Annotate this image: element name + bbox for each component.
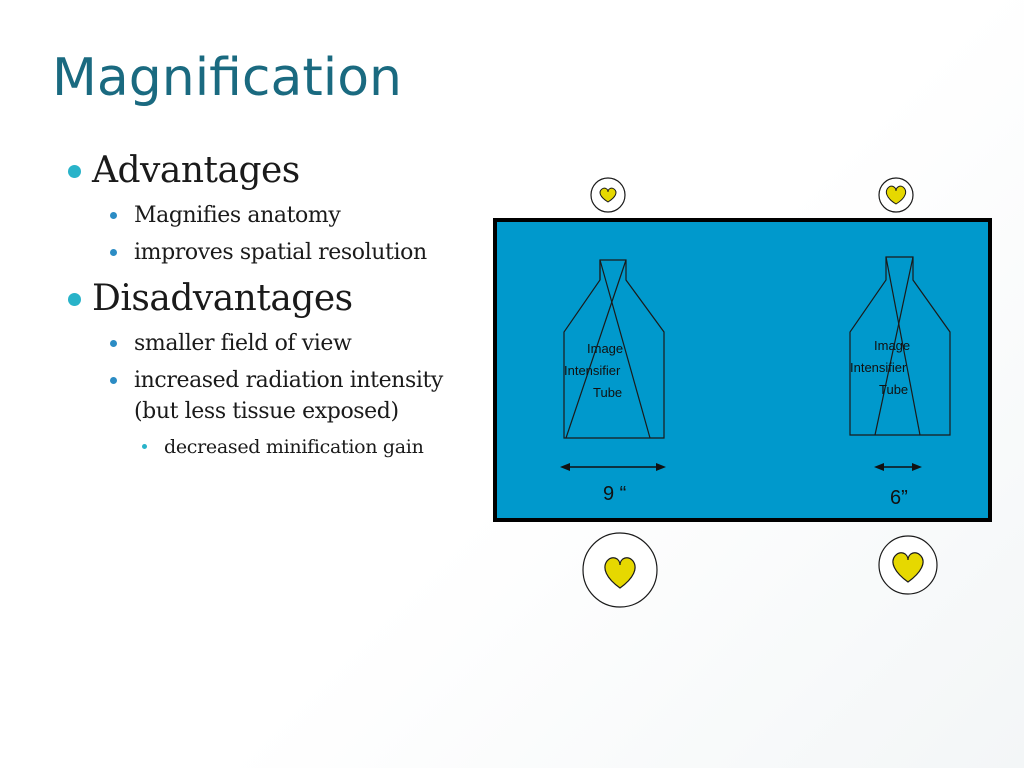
slide-title: Magnification bbox=[52, 48, 402, 108]
right-tube-line-2: Intensifier bbox=[850, 360, 907, 375]
bullet-dot bbox=[142, 444, 147, 449]
bullet-dot bbox=[110, 212, 117, 219]
advantages-label: Advantages bbox=[92, 150, 300, 191]
disadvantage-item-text: smaller field of view bbox=[134, 331, 352, 356]
left-size-label: 9 “ bbox=[603, 483, 626, 505]
bullet-dot bbox=[68, 293, 81, 306]
heart-icon bbox=[892, 552, 924, 583]
left-tube-line-3: Tube bbox=[593, 385, 622, 400]
disadvantages-heading: Disadvantages bbox=[62, 278, 502, 320]
disadvantage-sub-item-minification: decreased minification gain bbox=[62, 433, 502, 461]
right-image-intensifier-tube bbox=[849, 256, 951, 436]
advantage-item-magnifies: Magnifies anatomy bbox=[62, 200, 502, 231]
disadvantage-item-field-of-view: smaller field of view bbox=[62, 328, 502, 359]
bullet-dot bbox=[110, 377, 117, 384]
disadvantage-item-text-line-2: (but less tissue exposed) bbox=[134, 399, 399, 424]
disadvantage-sub-item-text: decreased minification gain bbox=[164, 436, 424, 458]
left-tube-line-2: Intensifier bbox=[564, 363, 621, 378]
advantage-item-text: improves spatial resolution bbox=[134, 240, 427, 265]
small-heart-left bbox=[590, 177, 626, 213]
disadvantage-item-text-line-1: increased radiation intensity bbox=[134, 368, 443, 393]
right-width-arrow bbox=[874, 463, 922, 471]
large-heart-right bbox=[878, 535, 938, 595]
heart-icon bbox=[885, 185, 907, 205]
advantage-item-resolution: improves spatial resolution bbox=[62, 237, 502, 268]
large-heart-left bbox=[582, 532, 658, 608]
left-image-intensifier-tube bbox=[563, 259, 665, 439]
bullet-dot bbox=[68, 165, 81, 178]
magnification-diagram: Image Intensifier Tube 9 “ Image Intensi… bbox=[490, 170, 1000, 610]
bullet-list: Advantages Magnifies anatomy improves sp… bbox=[62, 150, 502, 461]
left-tube-line-1: Image bbox=[587, 341, 623, 356]
disadvantage-item-radiation: increased radiation intensity (but less … bbox=[62, 365, 502, 427]
right-tube-line-1: Image bbox=[874, 338, 910, 353]
advantage-item-text: Magnifies anatomy bbox=[134, 203, 341, 228]
bullet-dot bbox=[110, 249, 117, 256]
diagram-svg: Image Intensifier Tube 9 “ Image Intensi… bbox=[493, 177, 992, 608]
advantages-heading: Advantages bbox=[62, 150, 502, 192]
small-heart-right bbox=[878, 177, 914, 213]
right-size-label: 6” bbox=[890, 487, 908, 509]
disadvantages-label: Disadvantages bbox=[92, 278, 353, 319]
heart-icon bbox=[604, 557, 636, 589]
bullet-dot bbox=[110, 340, 117, 347]
left-width-arrow bbox=[560, 463, 666, 471]
right-tube-line-3: Tube bbox=[879, 382, 908, 397]
heart-icon bbox=[599, 187, 617, 203]
